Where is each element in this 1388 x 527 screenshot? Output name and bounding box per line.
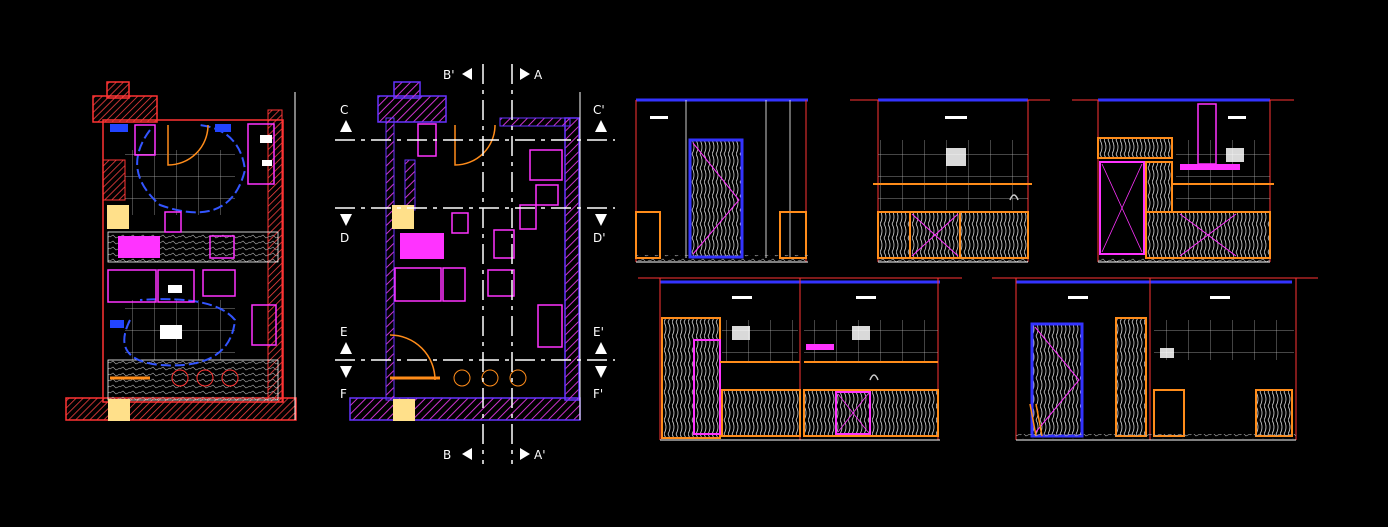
plan-sections: B' A C C' D D' E E' F F' B A' — [335, 64, 615, 464]
marker-f: F — [340, 387, 347, 401]
marker-b: B — [443, 448, 451, 462]
elevation-c — [1072, 98, 1294, 263]
plan-furnished — [65, 81, 297, 421]
marker-d: D — [340, 231, 349, 245]
marker-c: C — [340, 103, 348, 117]
marker-a: A — [534, 68, 543, 82]
marker-e: E — [340, 325, 348, 339]
marker-a-prime: A' — [534, 448, 546, 462]
elevation-f — [992, 277, 1318, 441]
marker-c-prime: C' — [593, 103, 605, 117]
marker-e-prime: E' — [593, 325, 604, 339]
elevation-a — [635, 98, 808, 263]
elevation-b — [850, 98, 1050, 263]
elevation-d-e — [638, 277, 962, 441]
marker-b-prime: B' — [443, 68, 455, 82]
marker-d-prime: D' — [593, 231, 606, 245]
marker-f-prime: F' — [593, 387, 603, 401]
